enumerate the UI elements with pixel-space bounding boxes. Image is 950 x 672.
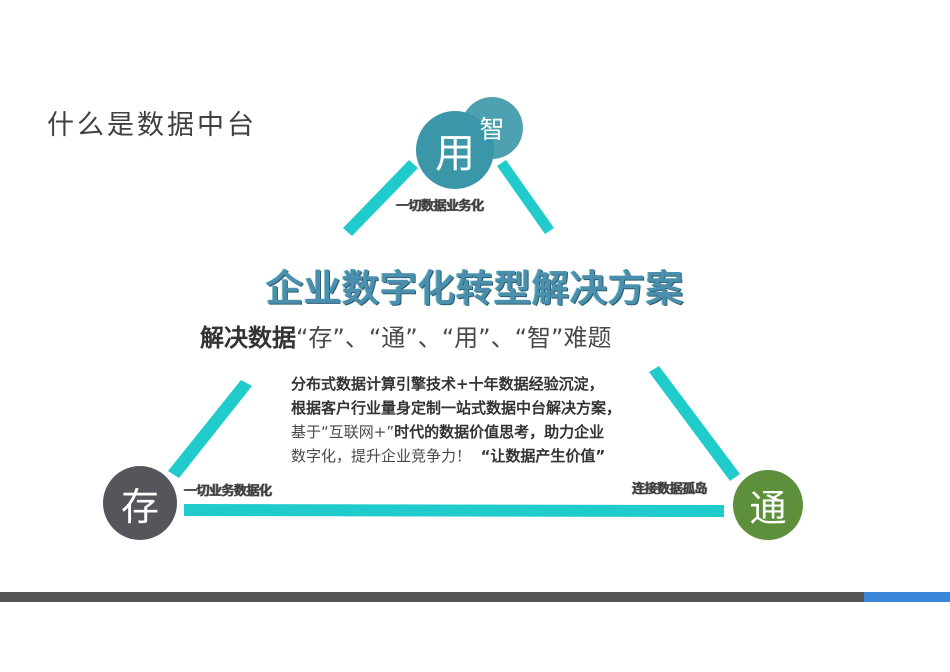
body-line-strong: 分布式数据计算引擎技术+十年数据经验沉淀，	[291, 375, 604, 393]
sub-heading-rest: “存”、“通”、“用”、“智”难题	[296, 324, 612, 352]
edge-top-left	[343, 160, 418, 236]
body-line-plain: 基于“互联网+”	[291, 423, 395, 441]
node-zhi-label: 智	[479, 115, 505, 144]
node-zhi-circle	[461, 97, 523, 159]
body-line-strong: 根据客户行业量身定制一站式数据中台解决方案，	[291, 399, 622, 417]
body-line: 分布式数据计算引擎技术+十年数据经验沉淀，	[291, 372, 641, 396]
edge-label-top: 一切数据业务化	[396, 199, 484, 214]
body-paragraph: 分布式数据计算引擎技术+十年数据经验沉淀， 根据客户行业量身定制一站式数据中台解…	[291, 372, 641, 468]
edge-label-left: 一切业务数据化	[184, 484, 272, 499]
body-line: 数字化，提升企业竞争力！ “让数据产生价值”	[291, 444, 641, 468]
body-line: 根据客户行业量身定制一站式数据中台解决方案，	[291, 396, 641, 420]
node-tong-label: 通	[749, 487, 787, 530]
body-line-strong: 时代的数据价值思考，助力企业	[394, 423, 605, 441]
body-line: 基于“互联网+”时代的数据价值思考，助力企业	[291, 420, 641, 444]
edge-bottom	[184, 504, 724, 517]
edge-left	[168, 380, 252, 478]
node-yong-label: 用	[435, 131, 475, 177]
edge-right	[649, 366, 740, 481]
body-line-strong: “让数据产生价值”	[480, 447, 606, 465]
node-cun-label: 存	[120, 484, 159, 529]
slide-title: 什么是数据中台	[47, 110, 257, 141]
body-line-plain: 数字化，提升企业竞争力！	[291, 447, 472, 465]
footer-bar-dark	[0, 592, 864, 602]
triangle-edges	[168, 160, 740, 517]
node-cun-circle	[103, 466, 177, 540]
main-heading: 企业数字化转型解决方案	[266, 267, 684, 310]
footer-bar-accent	[864, 592, 950, 602]
node-tong-circle	[733, 470, 803, 540]
sub-heading: 解决数据“存”、“通”、“用”、“智”难题	[200, 318, 611, 353]
sub-heading-strong: 解决数据	[200, 324, 296, 352]
edge-top-right	[497, 160, 554, 234]
edge-label-right: 连接数据孤岛	[632, 482, 708, 497]
